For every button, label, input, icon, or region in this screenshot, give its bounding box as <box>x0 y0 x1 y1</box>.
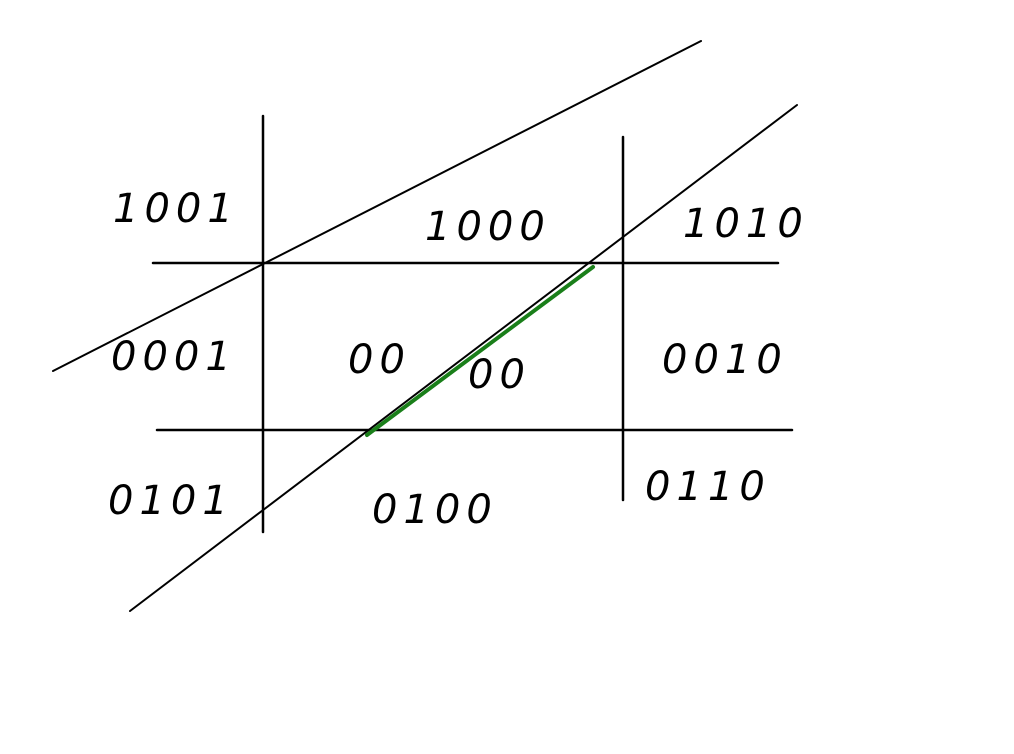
region-code-center-b: 00 <box>468 352 531 398</box>
region-code-middle-left: 0001 <box>111 334 237 380</box>
region-code-top-right: 1010 <box>683 201 809 247</box>
region-code-bottom-left: 0101 <box>108 478 234 524</box>
region-code-bottom-right: 0110 <box>645 464 771 510</box>
region-code-top-left: 1001 <box>113 186 239 232</box>
region-code-top-center: 1000 <box>425 204 551 250</box>
line-segment-upper <box>52 40 702 372</box>
line-segment-lower <box>129 104 798 612</box>
clipped-segment <box>365 265 595 437</box>
region-code-middle-right: 0010 <box>662 337 788 383</box>
region-code-bottom-center: 0100 <box>372 487 498 533</box>
region-code-center-a: 00 <box>348 337 411 383</box>
